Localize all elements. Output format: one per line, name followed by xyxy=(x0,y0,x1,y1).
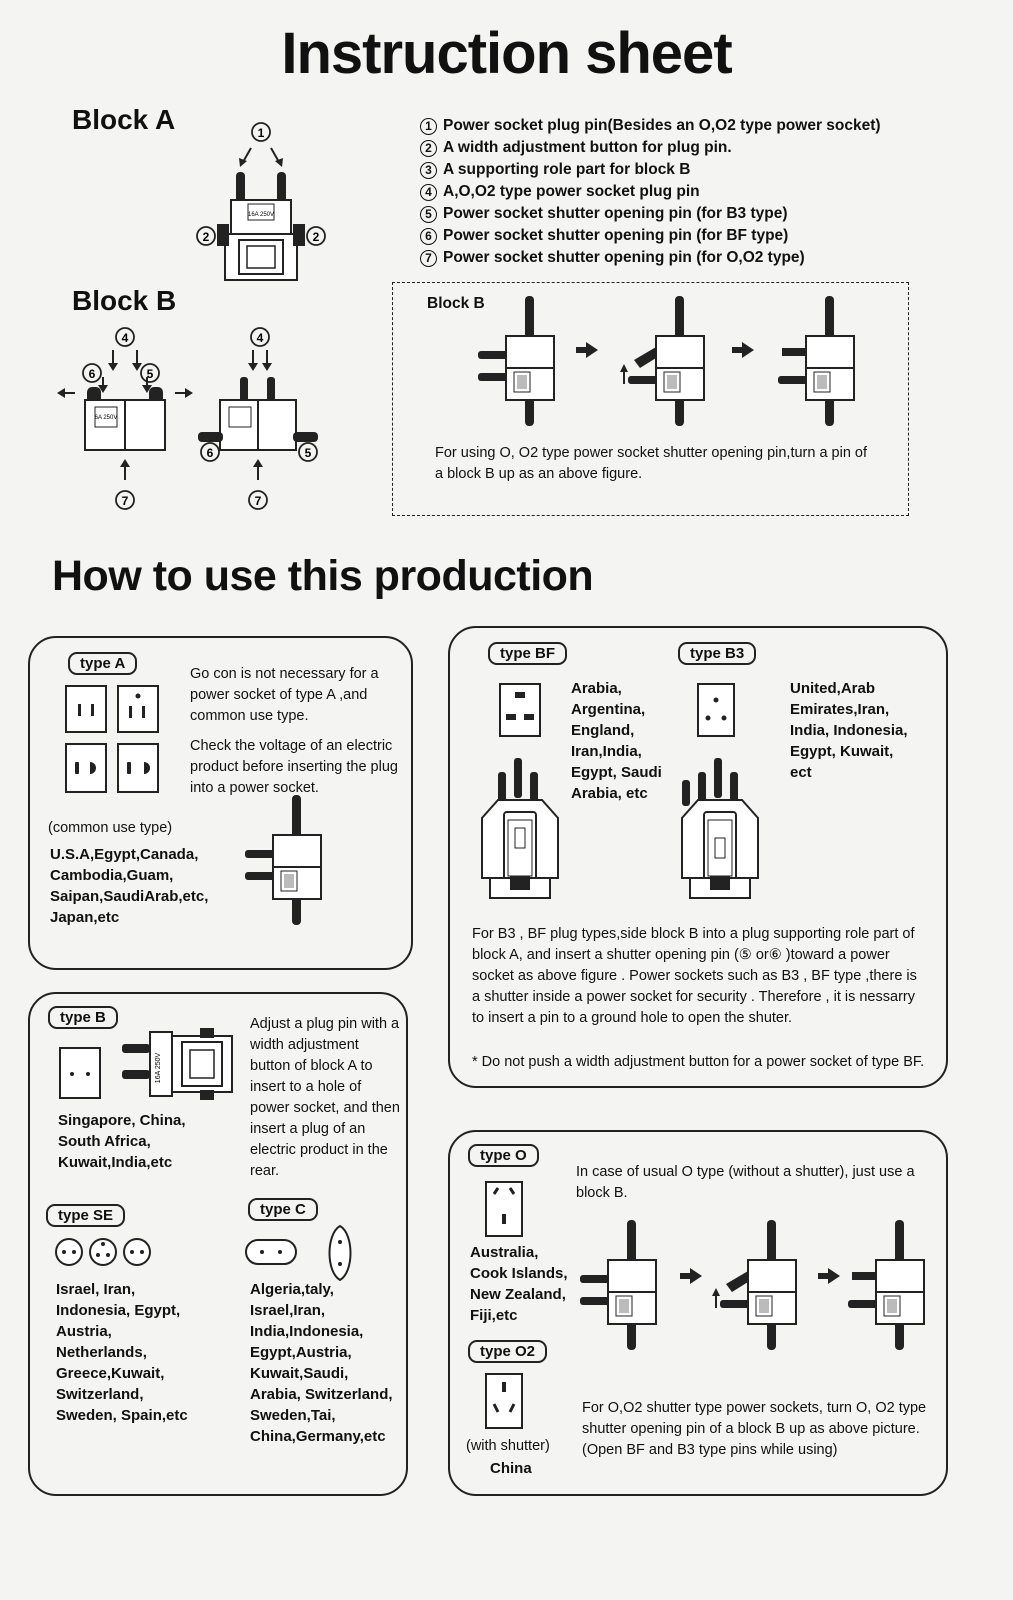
adapter-figure xyxy=(245,795,322,925)
type-a-socket-icons xyxy=(65,685,159,793)
panel-type-b-se-c: type B Adjust a plug pin with a width ad… xyxy=(28,992,408,1496)
arrow-right-icon xyxy=(818,1268,840,1284)
module-rating-label: 6A 250V xyxy=(95,415,118,421)
parts-legend-text: Power socket shutter opening pin (for B3… xyxy=(443,205,788,222)
panel-type-a: type A Go con is not necessary for a pow… xyxy=(28,636,413,970)
type-c-countries: Algeria,taly, Israel,Iran, India,Indones… xyxy=(250,1281,393,1445)
tag-type-se: type SE xyxy=(46,1204,126,1227)
svg-text:7: 7 xyxy=(122,494,129,508)
bf-warning-note: * Do not push a width adjustment button … xyxy=(472,1054,925,1070)
block-a-diagram: 1 16A 250V 2 2 xyxy=(196,122,326,281)
block-a-heading: Block A xyxy=(72,104,176,135)
parts-legend: 1 Power socket plug pin(Besides an O,O2 t… xyxy=(420,115,881,269)
svg-text:2: 2 xyxy=(203,230,210,244)
adapter-figure xyxy=(848,1220,925,1350)
svg-text:5: 5 xyxy=(147,367,154,381)
type-o2-with-shutter: (with shutter) xyxy=(466,1438,550,1454)
parts-legend-item: 4 A,O,O2 type power socket plug pin xyxy=(420,181,881,203)
svg-text:1: 1 xyxy=(258,126,265,140)
svg-text:6: 6 xyxy=(89,367,96,381)
type-bf-countries: Arabia, Argentina, England, Iran,India, … xyxy=(571,680,662,802)
parts-legend-item: 3 A supporting role part for block B xyxy=(420,159,881,181)
parts-legend-item: 6 Power socket shutter opening pin (for B… xyxy=(420,225,881,247)
page-title: Instruction sheet xyxy=(281,21,732,86)
block-b-diagram-closed: 4 6 5 6A 250V 7 xyxy=(57,327,193,510)
how-to-use-heading: How to use this production xyxy=(52,552,594,600)
type-b-countries: Singapore, China, South Africa, Kuwait,I… xyxy=(58,1112,186,1171)
bf-b3-instructions: For B3 , BF plug types,side block B into… xyxy=(472,926,917,1026)
parts-legend-text: Power socket plug pin(Besides an O,O2 ty… xyxy=(443,117,881,134)
tag-type-b: type B xyxy=(48,1006,118,1029)
arrow-right-icon xyxy=(576,342,598,358)
block-b-diagram-open: 4 6 5 7 xyxy=(198,327,318,510)
tag-type-c: type C xyxy=(248,1198,318,1221)
circled-number-icon: 2 xyxy=(420,139,437,157)
tag-type-b3: type B3 xyxy=(678,642,757,665)
circled-number-icon: 5 xyxy=(420,205,437,223)
type-b3-countries: United,Arab Emirates,Iran, India, Indone… xyxy=(790,680,908,781)
svg-text:16A 250V: 16A 250V xyxy=(155,1052,162,1083)
parts-legend-item: 1 Power socket plug pin(Besides an O,O2 t… xyxy=(420,115,881,137)
svg-text:4: 4 xyxy=(257,331,264,345)
tag-type-a: type A xyxy=(68,652,138,675)
type-a-countries: U.S.A,Egypt,Canada, Cambodia,Guam, Saipa… xyxy=(50,846,209,926)
panel-type-bf-b3: type BF type B3 Arabia, Argentina, Engla… xyxy=(448,626,948,1088)
parts-legend-text: A width adjustment button for plug pin. xyxy=(443,139,732,156)
parts-legend-item: 2 A width adjustment button for plug pin. xyxy=(420,137,881,159)
block-b-sequence-top xyxy=(478,296,855,426)
plug-rating-label: 16A 250V xyxy=(248,212,274,218)
circled-number-icon: 7 xyxy=(420,249,437,267)
parts-legend-text: Power socket shutter opening pin (for O,… xyxy=(443,249,805,266)
svg-text:2: 2 xyxy=(313,230,320,244)
svg-text:4: 4 xyxy=(122,331,129,345)
type-o-o2-socket-icons xyxy=(485,1181,523,1429)
svg-text:6: 6 xyxy=(207,446,214,460)
tag-type-o2: type O2 xyxy=(468,1340,548,1363)
adapter-figure xyxy=(620,296,705,426)
type-o-text: In case of usual O type (without a shutt… xyxy=(576,1164,915,1201)
type-b-text: Adjust a plug pin with a width adjustmen… xyxy=(250,1016,400,1179)
type-a-common-label: (common use type) xyxy=(48,820,173,836)
parts-legend-text: Power socket shutter opening pin (for BF… xyxy=(443,227,789,244)
type-b-se-c-socket-figures: 16A 250V xyxy=(55,1028,352,1282)
type-o-sequence xyxy=(580,1220,925,1350)
svg-text:7: 7 xyxy=(255,494,262,508)
arrow-right-icon xyxy=(732,342,754,358)
type-o2-country: China xyxy=(490,1460,532,1477)
arrow-right-icon xyxy=(680,1268,702,1284)
type-a-text-1: Go con is not necessary for a power sock… xyxy=(190,666,379,724)
type-se-countries: Israel, Iran, Indonesia, Egypt, Austria,… xyxy=(56,1281,188,1424)
type-o2-text: For O,O2 shutter type power sockets, tur… xyxy=(582,1400,927,1458)
type-a-text-2: Check the voltage of an electric product… xyxy=(190,738,398,796)
tag-type-bf: type BF xyxy=(488,642,568,665)
parts-legend-text: A,O,O2 type power socket plug pin xyxy=(443,183,700,200)
block-b-heading: Block B xyxy=(72,285,177,316)
adapter-figure xyxy=(580,1220,657,1350)
adapter-figure xyxy=(478,296,555,426)
tag-type-o: type O xyxy=(468,1144,539,1167)
adapter-figure xyxy=(778,296,855,426)
circled-number-icon: 1 xyxy=(420,117,437,135)
circled-number-icon: 6 xyxy=(420,227,437,245)
adapter-figure xyxy=(712,1220,797,1350)
panel-type-o-o2: type O In case of usual O type (without … xyxy=(448,1130,948,1496)
svg-text:5: 5 xyxy=(305,446,312,460)
parts-legend-item: 5 Power socket shutter opening pin (for B… xyxy=(420,203,881,225)
bf-b3-socket-figures xyxy=(481,683,759,899)
type-a-adapter-figure xyxy=(245,795,322,925)
circled-number-icon: 3 xyxy=(420,161,437,179)
block-b-usage-box: Block B For using O, O2 type power socke… xyxy=(392,282,909,516)
parts-legend-item: 7 Power socket shutter opening pin (for O… xyxy=(420,247,881,269)
circled-number-icon: 4 xyxy=(420,183,437,201)
block-b-box-title: Block B xyxy=(427,295,485,312)
parts-legend-text: A supporting role part for block B xyxy=(443,161,691,178)
type-o-countries: Australia, Cook Islands, New Zealand, Fi… xyxy=(470,1244,568,1324)
block-b-box-note: For using O, O2 type power socket shutte… xyxy=(435,445,868,482)
